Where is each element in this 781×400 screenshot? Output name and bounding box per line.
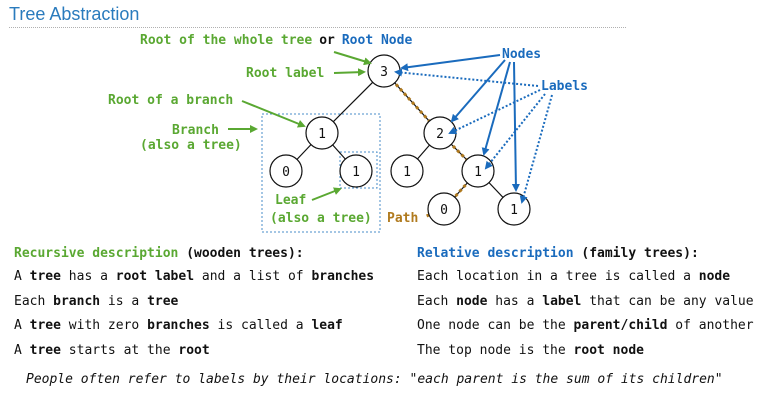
nodes-label: Nodes — [502, 47, 541, 62]
recursive-heading: Recursive description (wooden trees): — [14, 246, 304, 261]
labels-label: Labels — [541, 79, 588, 94]
also-tree-label-2: (also a tree) — [270, 211, 372, 226]
node-mr-r-left — [427, 192, 461, 226]
branch-box — [261, 113, 381, 233]
label-mr-r-right: 1 — [510, 203, 518, 218]
node-left-branch — [305, 116, 339, 150]
arrow — [311, 187, 342, 201]
relative-line: Each location in a tree is called a node — [417, 269, 731, 284]
arrow — [519, 94, 553, 204]
label-left-left: 0 — [282, 165, 290, 180]
arrow — [394, 68, 539, 87]
relative-line: One node can be the parent/child of anot… — [417, 318, 754, 333]
root-label-label: Root label — [246, 66, 324, 81]
label-left-right: 1 — [352, 165, 360, 180]
leaf-label: Leaf — [275, 193, 306, 208]
page-title: Tree Abstraction — [9, 4, 140, 24]
arrow — [241, 100, 306, 128]
relative-line: The top node is the root node — [417, 343, 644, 358]
branch-label: Branch — [172, 123, 219, 138]
also-tree-label-1: (also a tree) — [140, 138, 242, 153]
label-mr-left: 1 — [403, 165, 411, 180]
recursive-line: A tree with zero branches is called a le… — [14, 318, 343, 333]
title-divider — [9, 27, 626, 28]
node-left-right — [339, 154, 373, 188]
arrow — [400, 54, 501, 72]
path-label: Path — [387, 211, 418, 226]
arrow — [481, 61, 511, 156]
footer-note: People often refer to labels by their lo… — [26, 372, 723, 387]
node-left-left — [269, 154, 303, 188]
relative-line: Each node has a label that can be any va… — [417, 294, 754, 309]
recursive-line: Each branch is a tree — [14, 294, 179, 309]
label-mr-right: 1 — [474, 165, 482, 180]
arrow — [450, 59, 506, 123]
relative-heading: Relative description (family trees): — [417, 246, 699, 261]
recursive-line: A tree starts at the root — [14, 343, 210, 358]
arrow — [333, 68, 366, 77]
path-line — [382, 69, 481, 219]
label-root: 3 — [380, 65, 388, 80]
arrow — [333, 51, 372, 66]
root-of-branch-label: Root of a branch — [108, 93, 233, 108]
label-left-branch: 1 — [318, 127, 326, 142]
recursive-line: A tree has a root label and a list of br… — [14, 269, 375, 284]
label-mr-r-left: 0 — [440, 203, 448, 218]
arrow — [448, 89, 541, 135]
arrow — [511, 61, 520, 192]
label-mid-right: 2 — [436, 127, 444, 142]
node-mr-left — [390, 154, 424, 188]
